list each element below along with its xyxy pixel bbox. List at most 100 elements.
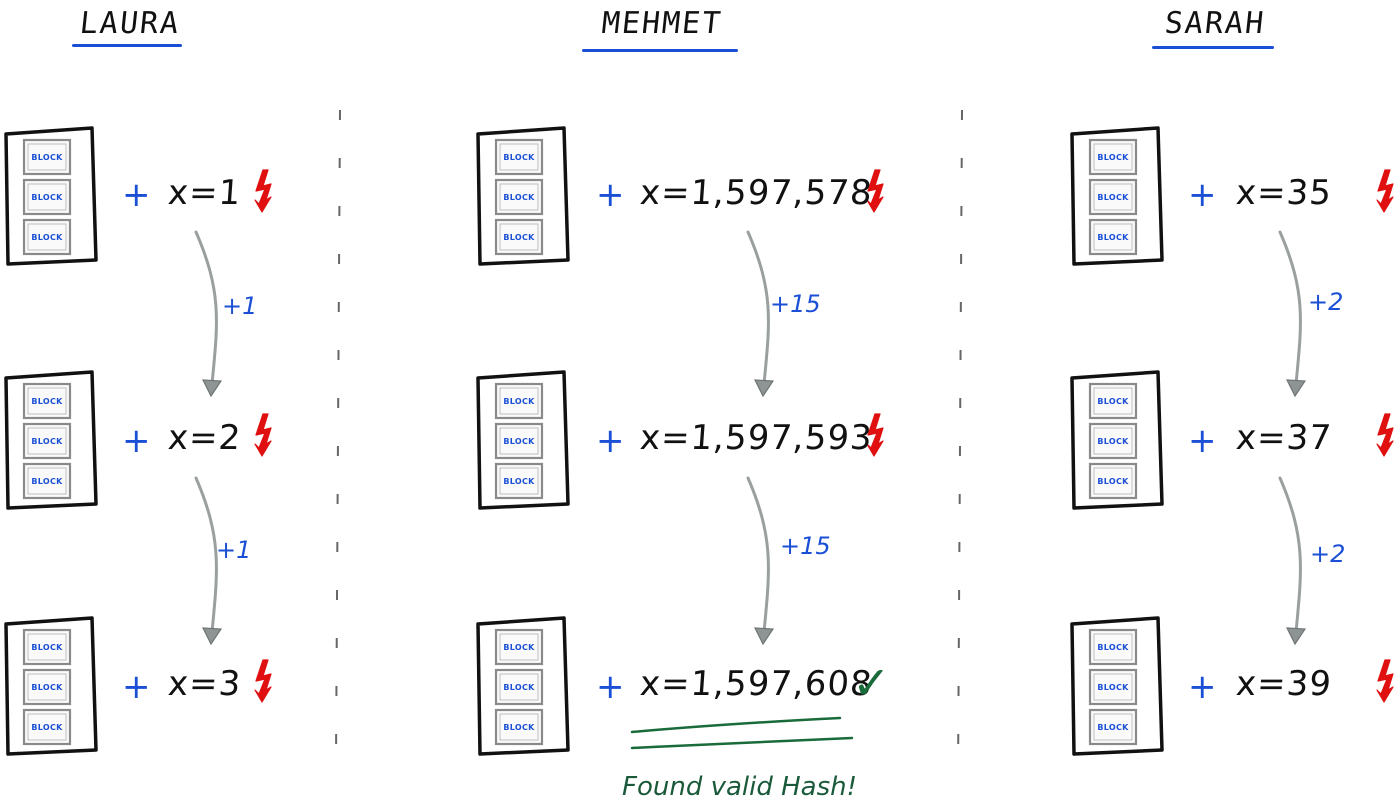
block-label: BLOCK	[503, 397, 535, 406]
fail-lightning-icon	[866, 413, 884, 457]
block-label: BLOCK	[1097, 683, 1129, 692]
fail-lightning-icon	[866, 169, 884, 213]
block-icon: BLOCK	[22, 422, 72, 460]
block-icon: BLOCK	[494, 382, 544, 420]
block-label: BLOCK	[1097, 723, 1129, 732]
blockchain-stack-icon: BLOCK BLOCK BLOCK	[4, 126, 98, 266]
block-label: BLOCK	[503, 683, 535, 692]
block-label: BLOCK	[503, 643, 535, 652]
block-icon: BLOCK	[1088, 178, 1138, 216]
block-icon: BLOCK	[494, 708, 544, 746]
plus-sign: +	[1188, 667, 1217, 707]
block-label: BLOCK	[31, 397, 63, 406]
success-check-icon: ✓	[852, 656, 891, 710]
block-label: BLOCK	[503, 477, 535, 486]
block-icon: BLOCK	[494, 218, 544, 256]
block-label: BLOCK	[31, 643, 63, 652]
increment-arrow	[1278, 476, 1307, 646]
block-icon: BLOCK	[1088, 422, 1138, 460]
block-label: BLOCK	[1097, 437, 1129, 446]
increment-arrow	[746, 476, 775, 646]
block-label: BLOCK	[31, 153, 63, 162]
blockchain-stack-icon: BLOCK BLOCK BLOCK	[4, 370, 98, 510]
nonce-value: x=3	[166, 664, 243, 704]
blockchain-stack-icon: BLOCK BLOCK BLOCK	[1070, 126, 1164, 266]
block-icon: BLOCK	[22, 628, 72, 666]
block-icon: BLOCK	[1088, 708, 1138, 746]
block-icon: BLOCK	[494, 422, 544, 460]
step-increment-label: +1	[216, 536, 252, 564]
block-label: BLOCK	[1097, 193, 1129, 202]
block-icon: BLOCK	[22, 178, 72, 216]
step-increment-label: +2	[1308, 288, 1344, 316]
fail-lightning-icon	[1376, 659, 1394, 703]
block-icon: BLOCK	[22, 382, 72, 420]
block-label: BLOCK	[1097, 477, 1129, 486]
block-icon: BLOCK	[1088, 668, 1138, 706]
block-label: BLOCK	[503, 723, 535, 732]
plus-sign: +	[122, 175, 151, 215]
blockchain-stack-icon: BLOCK BLOCK BLOCK	[1070, 616, 1164, 756]
nonce-value: x=1,597,593	[638, 418, 875, 458]
step-increment-label: +1	[222, 292, 258, 320]
blockchain-stack-icon: BLOCK BLOCK BLOCK	[476, 370, 570, 510]
winning-underline	[630, 716, 842, 734]
name-underline-sarah	[1152, 46, 1274, 49]
block-icon: BLOCK	[1088, 138, 1138, 176]
miner-name-laura: LAURA	[78, 6, 182, 41]
name-underline-mehmet	[582, 49, 738, 52]
plus-sign: +	[596, 667, 625, 707]
fail-lightning-icon	[1376, 169, 1394, 213]
nonce-value: x=1,597,608	[638, 664, 875, 704]
step-increment-label: +15	[770, 290, 821, 318]
plus-sign: +	[596, 175, 625, 215]
nonce-value: x=1,597,578	[638, 173, 875, 213]
block-label: BLOCK	[31, 193, 63, 202]
miner-name-sarah: SARAH	[1163, 6, 1267, 41]
fail-lightning-icon	[1376, 413, 1394, 457]
block-label: BLOCK	[31, 477, 63, 486]
winning-underline	[630, 736, 854, 750]
block-icon: BLOCK	[22, 138, 72, 176]
block-icon: BLOCK	[1088, 462, 1138, 500]
name-underline-laura	[72, 44, 182, 47]
nonce-value: x=35	[1234, 173, 1334, 213]
block-label: BLOCK	[1097, 233, 1129, 242]
nonce-value: x=39	[1234, 664, 1334, 704]
block-icon: BLOCK	[1088, 382, 1138, 420]
block-icon: BLOCK	[494, 138, 544, 176]
block-icon: BLOCK	[494, 628, 544, 666]
plus-sign: +	[1188, 175, 1217, 215]
block-label: BLOCK	[31, 233, 63, 242]
blockchain-stack-icon: BLOCK BLOCK BLOCK	[476, 126, 570, 266]
nonce-value: x=2	[166, 418, 243, 458]
block-label: BLOCK	[1097, 153, 1129, 162]
block-icon: BLOCK	[494, 668, 544, 706]
block-icon: BLOCK	[1088, 628, 1138, 666]
block-label: BLOCK	[503, 153, 535, 162]
block-icon: BLOCK	[22, 668, 72, 706]
fail-lightning-icon	[254, 659, 272, 703]
block-icon: BLOCK	[494, 462, 544, 500]
block-icon: BLOCK	[494, 178, 544, 216]
block-label: BLOCK	[503, 437, 535, 446]
increment-arrow	[194, 476, 223, 646]
fail-lightning-icon	[254, 413, 272, 457]
miner-name-mehmet: MEHMET	[599, 6, 725, 41]
plus-sign: +	[122, 667, 151, 707]
increment-arrow	[746, 230, 775, 398]
increment-arrow	[1278, 230, 1307, 398]
block-label: BLOCK	[31, 683, 63, 692]
plus-sign: +	[122, 421, 151, 461]
nonce-value: x=37	[1234, 418, 1334, 458]
column-divider-right	[957, 109, 963, 781]
blockchain-stack-icon: BLOCK BLOCK BLOCK	[476, 616, 570, 756]
plus-sign: +	[1188, 421, 1217, 461]
found-hash-message: Found valid Hash!	[622, 772, 858, 802]
step-increment-label: +2	[1310, 540, 1346, 568]
step-increment-label: +15	[780, 532, 831, 560]
block-label: BLOCK	[503, 193, 535, 202]
